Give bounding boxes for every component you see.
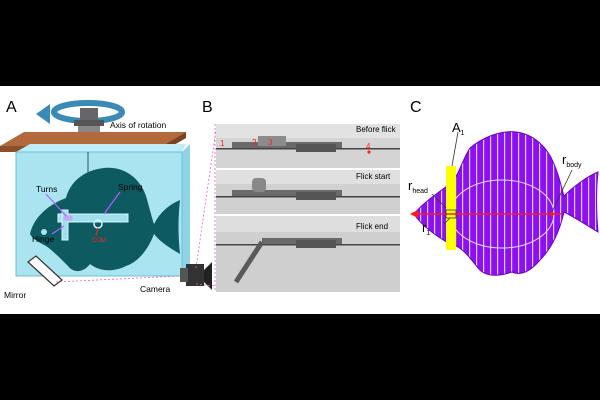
r1-leader xyxy=(443,217,451,225)
axis-of-rotation-label: Axis of rotation xyxy=(110,120,166,130)
spring-leader xyxy=(103,191,121,215)
rbody-label: rbody xyxy=(562,152,582,169)
marker-2: 2 xyxy=(252,138,257,147)
hinge-label: Hinge xyxy=(32,234,54,244)
mirror-label: Mirror xyxy=(4,290,26,300)
center-axis-arrow-icon xyxy=(410,210,418,218)
hinge-leader xyxy=(51,225,65,235)
r1-marker xyxy=(445,209,457,219)
panel-a: A Axis of rotation xyxy=(0,99,217,300)
a1-label: A1 xyxy=(452,120,465,137)
panel-c-label: C xyxy=(410,99,422,116)
panel-b-label: B xyxy=(202,99,213,116)
r1-label: r1 xyxy=(422,220,430,237)
hinge-plate xyxy=(61,209,69,241)
mirror-icon xyxy=(27,255,63,287)
panel-a-label: A xyxy=(6,99,17,116)
camera-icon xyxy=(180,262,212,290)
frame-before-flick: Before flick 1 2 3 4 xyxy=(216,124,400,168)
frame-title-flick-start: Flick start xyxy=(356,172,391,181)
rhead-label: rhead xyxy=(408,178,428,195)
com-leader xyxy=(95,227,99,237)
marker-1: 1 xyxy=(220,139,225,148)
camera-view-lines xyxy=(55,129,217,287)
frame-title-before-flick: Before flick xyxy=(356,125,397,134)
motor-mount xyxy=(74,108,104,136)
frame-flick-start: Flick start xyxy=(216,170,400,214)
marker-4: 4 xyxy=(366,142,371,151)
turns-leader xyxy=(45,193,67,217)
marker-3: 3 xyxy=(268,138,273,147)
a1-leader xyxy=(451,131,459,167)
body-end-point xyxy=(550,212,554,216)
spring-label: Spring xyxy=(118,182,143,192)
figure-svg: A Axis of rotation xyxy=(0,99,599,300)
rbody-leader xyxy=(551,169,573,213)
fish-silhouette-c xyxy=(413,131,599,276)
turns-coil xyxy=(63,215,73,221)
internal-rod xyxy=(57,213,129,223)
panel-c: C A1 rhead rbody r1 xyxy=(408,99,599,276)
frame-title-flick-end: Flick end xyxy=(356,222,388,231)
panel-b: B Before flick 1 2 3 4 Flick start xyxy=(202,99,400,292)
rhead-leader xyxy=(431,193,447,209)
area-slice-highlight xyxy=(446,166,456,250)
figure: A Axis of rotation xyxy=(0,86,600,314)
turns-label: Turns xyxy=(36,184,57,194)
camera-label: Camera xyxy=(140,284,171,294)
frame-flick-end: Flick end xyxy=(216,216,400,292)
com-label: COM xyxy=(92,238,106,244)
